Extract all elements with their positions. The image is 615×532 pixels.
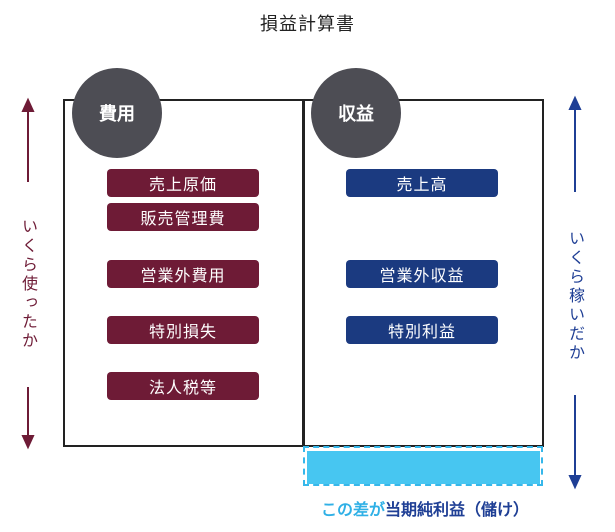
expense-item-sga: 販売管理費 bbox=[107, 203, 259, 231]
right-side-text: いくら稼いだか bbox=[566, 230, 585, 363]
net-income-dashed-area bbox=[303, 446, 543, 486]
revenue-item-extraordinary-gains: 特別利益 bbox=[346, 316, 498, 344]
caption-prefix: この差が bbox=[320, 500, 385, 519]
left-down-arrowhead-icon bbox=[21, 435, 35, 450]
expense-item-cost-of-sales: 売上原価 bbox=[107, 169, 259, 197]
left-arrows bbox=[21, 97, 35, 450]
revenue-heading: 収益 bbox=[338, 104, 374, 125]
right-up-arrowhead-icon bbox=[568, 95, 582, 110]
expense-box bbox=[63, 99, 305, 447]
expense-item-non-operating-expenses: 営業外費用 bbox=[107, 260, 259, 288]
expense-heading: 費用 bbox=[99, 104, 135, 125]
revenue-item-sales: 売上高 bbox=[346, 169, 498, 197]
caption-highlight: 当期純利益（儲け） bbox=[385, 500, 530, 519]
net-income-bar bbox=[307, 451, 540, 484]
left-side-text: いくら使ったか bbox=[19, 218, 38, 351]
revenue-heading-circle: 収益 bbox=[311, 68, 401, 158]
right-down-arrowhead-icon bbox=[568, 475, 582, 490]
page-title: 損益計算書 bbox=[260, 14, 355, 35]
expense-item-income-taxes: 法人税等 bbox=[107, 372, 259, 400]
expense-heading-circle: 費用 bbox=[72, 68, 162, 158]
right-arrows bbox=[568, 95, 582, 490]
net-income-caption: この差が当期純利益（儲け） bbox=[290, 496, 560, 520]
revenue-item-non-operating-income: 営業外収益 bbox=[346, 260, 498, 288]
left-up-arrowhead-icon bbox=[21, 97, 35, 112]
expense-item-extraordinary-losses: 特別損失 bbox=[107, 316, 259, 344]
